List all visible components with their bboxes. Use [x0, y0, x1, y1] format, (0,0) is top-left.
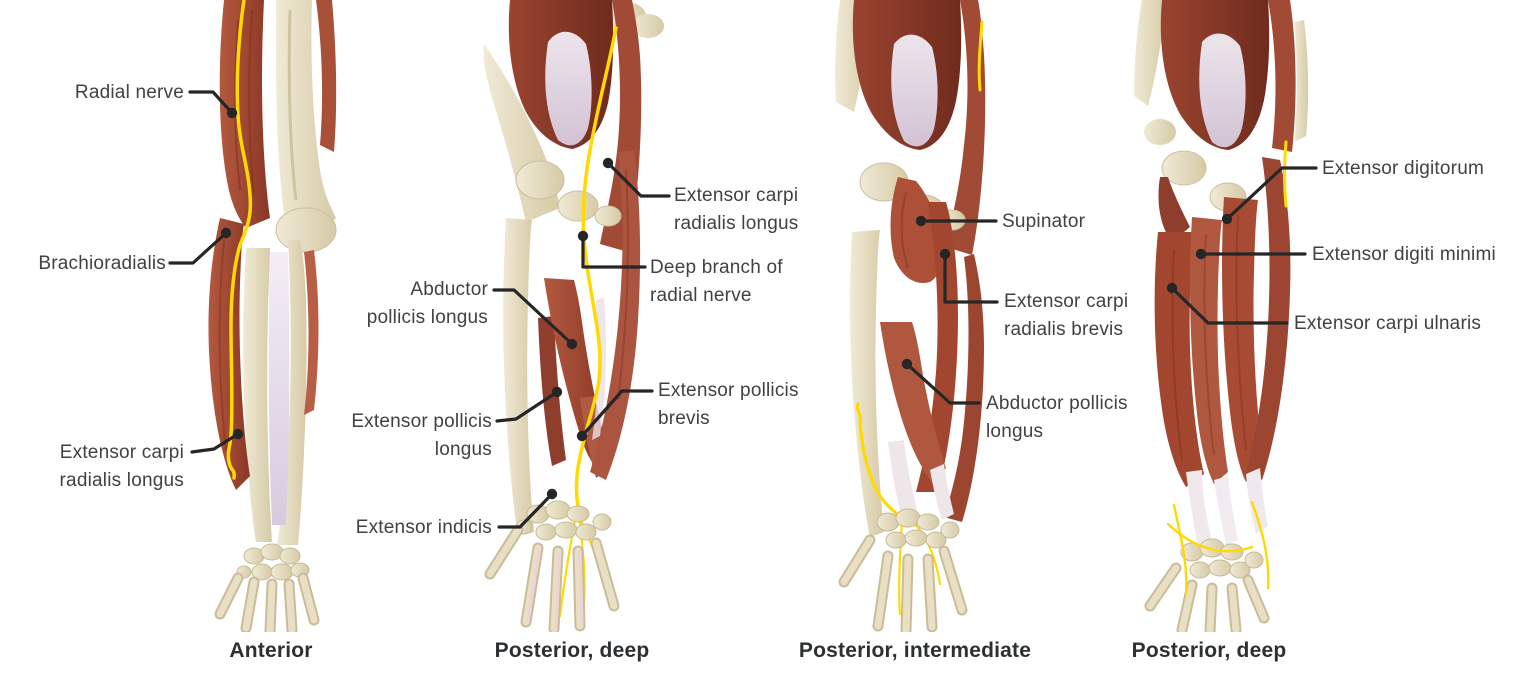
- label-brachioradialis: Brachioradialis: [38, 253, 166, 274]
- posterior-intermediate-arm-illustration: [835, 0, 986, 632]
- label-abductor-pollicis-longus: Abductor pollicis longus: [366, 279, 488, 328]
- caption-posterior-deep: Posterior, deep: [494, 639, 650, 662]
- label-extensor-carpi-ulnaris: Extensor carpi ulnaris: [1294, 313, 1482, 334]
- caption-anterior: Anterior: [229, 639, 313, 662]
- label-extensor-digiti-minimi: Extensor digiti minimi: [1312, 244, 1496, 265]
- label-radial-nerve: Radial nerve: [74, 82, 184, 103]
- metacarpals: [484, 524, 620, 632]
- posterior-deep-arm-illustration: [483, 0, 664, 632]
- anterior-arm-illustration: [208, 0, 337, 632]
- metacarpals: [1144, 562, 1270, 632]
- upper-arm: [219, 0, 337, 253]
- forearm: [208, 218, 319, 545]
- caption-posterior-intermediate: Posterior, intermediate: [798, 639, 1032, 662]
- wrist-tendons: [1186, 468, 1268, 547]
- hand-skeleton: [1180, 538, 1264, 579]
- label-abductor-pollicis-longus-2: Abductor pollicis longus: [986, 393, 1128, 442]
- upper-arm: [835, 0, 986, 255]
- hand-skeleton: [876, 508, 960, 549]
- label-deep-branch-of-radial-nerve: Deep branch of radial nerve: [650, 257, 783, 306]
- label-extensor-indicis: Extensor indicis: [355, 517, 492, 538]
- label-extensor-carpi-radialis-brevis: Extensor carpi radialis brevis: [1004, 291, 1129, 340]
- label-supinator: Supinator: [1002, 211, 1086, 232]
- label-extensor-carpi-radialis-longus: Extensor carpi radialis longus: [59, 442, 184, 491]
- metacarpals: [838, 534, 968, 632]
- anconeus-muscle: [1158, 177, 1190, 242]
- radial-nerve-path: [226, 0, 253, 480]
- elbow-bones: [515, 160, 622, 227]
- caption-posterior-deep-2: Posterior, deep: [1131, 639, 1287, 662]
- metacarpals: [214, 572, 320, 632]
- label-extensor-carpi-radialis-longus-2: Extensor carpi radialis longus: [674, 185, 799, 234]
- upper-arm: [1134, 0, 1309, 152]
- hand-skeleton: [236, 543, 310, 581]
- label-extensor-pollicis-brevis: Extensor pollicis brevis: [658, 380, 799, 429]
- label-extensor-digitorum: Extensor digitorum: [1322, 158, 1485, 179]
- extensor-bellies: [1154, 157, 1291, 487]
- posterior-deep-arm2-illustration: [1134, 0, 1309, 632]
- label-extensor-pollicis-longus: Extensor pollicis longus: [351, 411, 492, 460]
- nerve-paths: [855, 20, 984, 616]
